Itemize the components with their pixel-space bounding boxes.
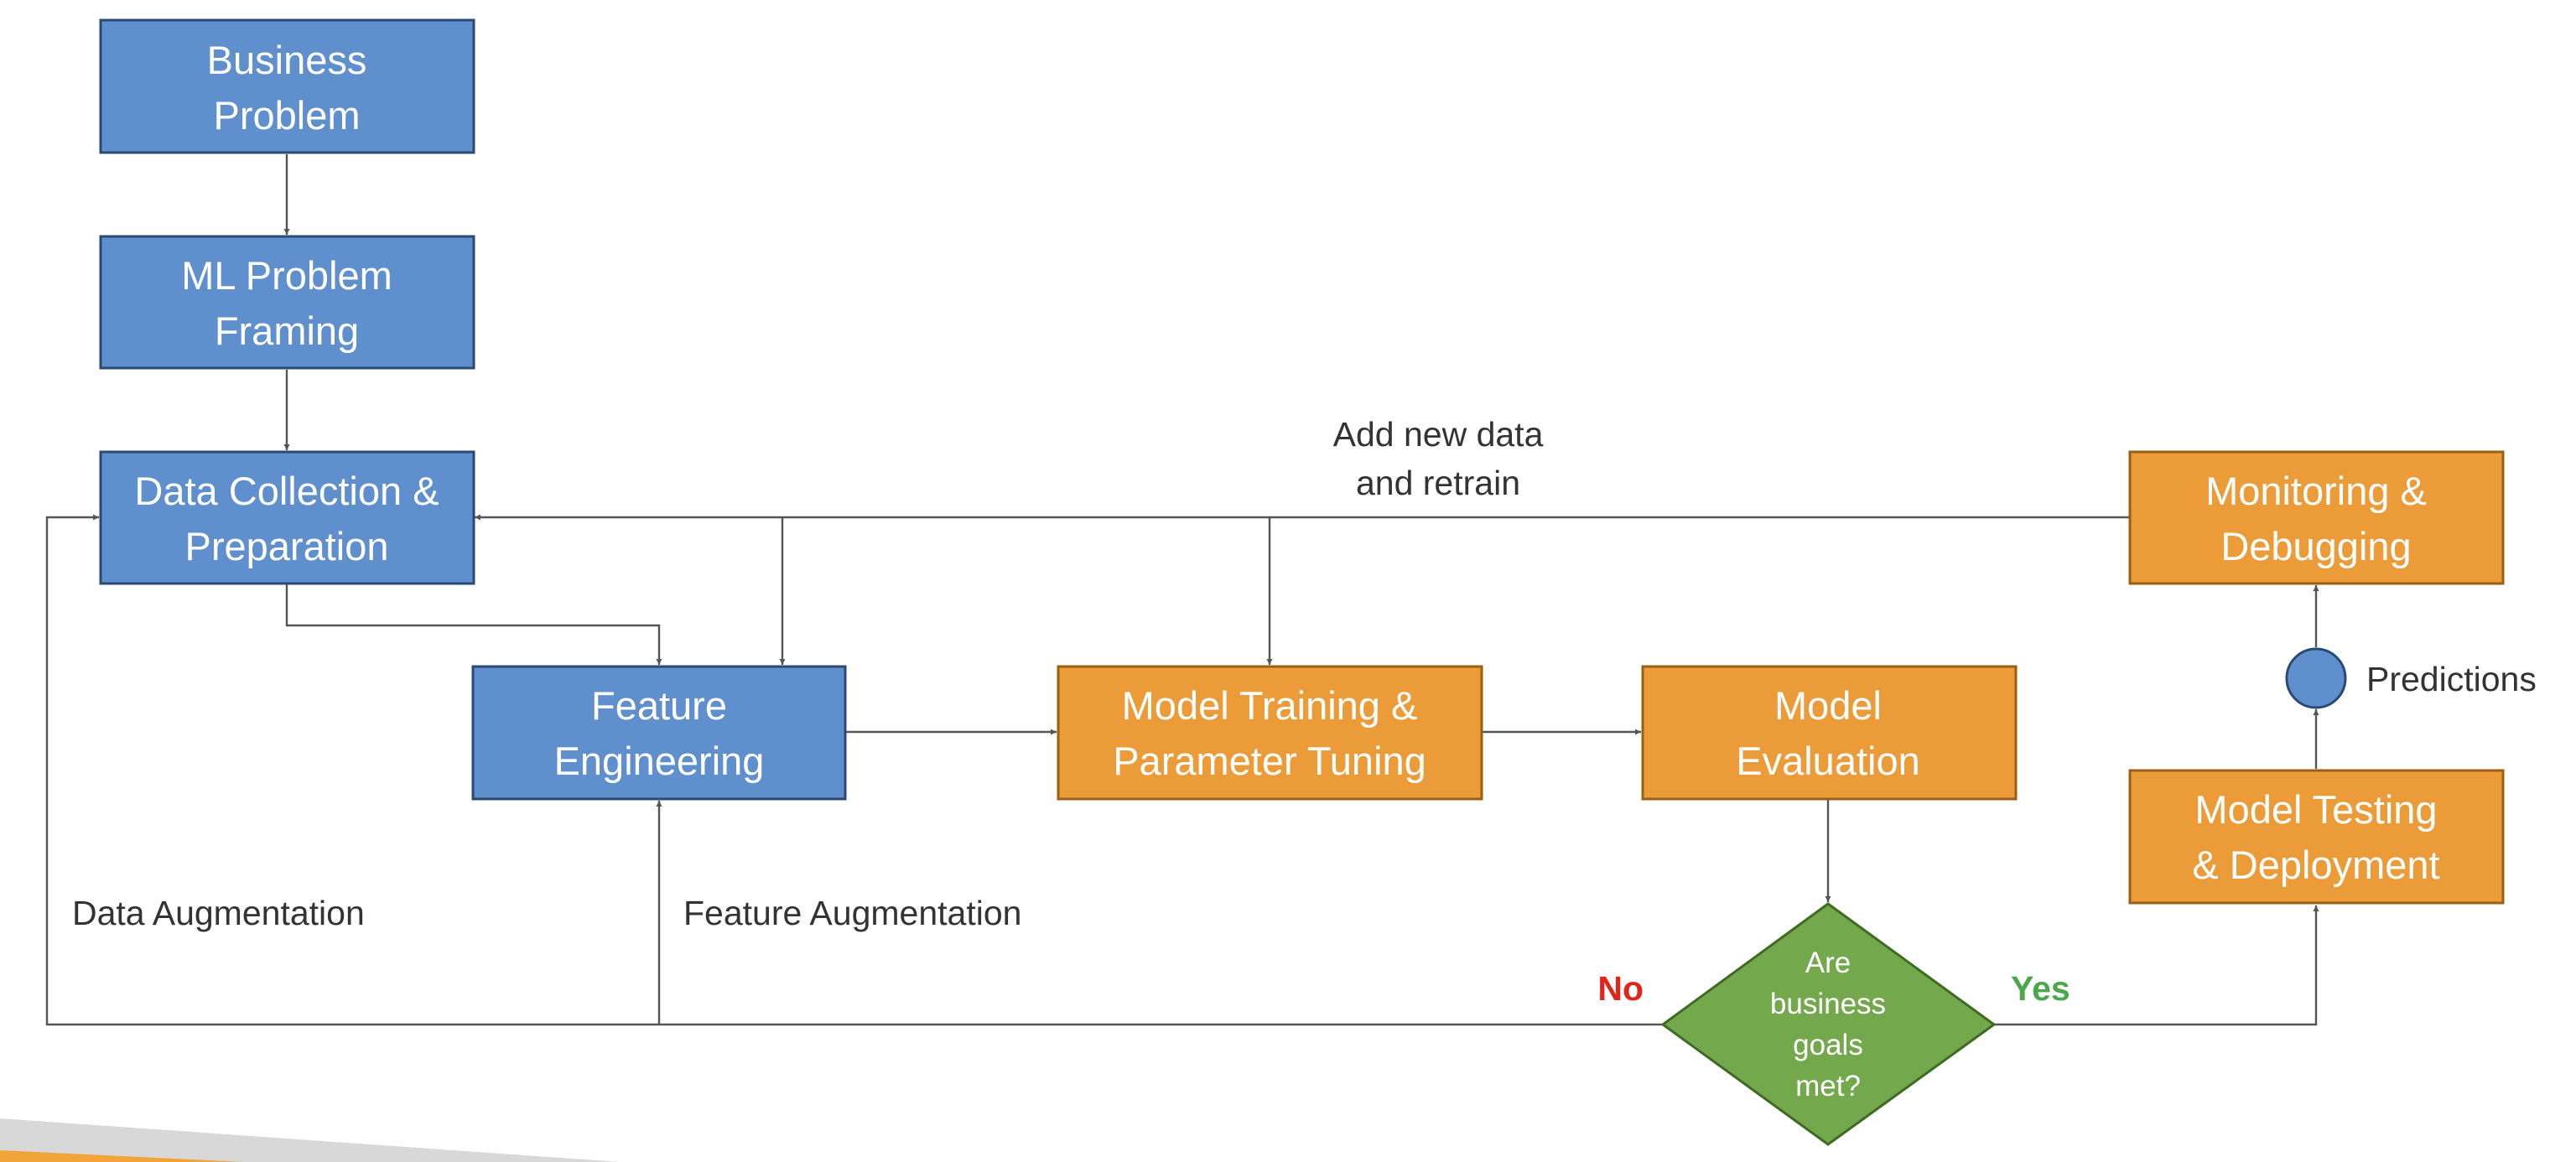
business-problem-box [99,18,475,154]
predictions-node: Predictions [2285,647,2537,709]
monitoring-node: Monitoring & Debugging [2128,450,2505,585]
feature-engineering-line-2: Engineering [554,739,765,783]
add-new-data-label-line-2: and retrain [1356,464,1520,502]
ml-problem-framing-line-1: ML Problem [181,253,392,298]
decision-node: Are business goals met? [1660,902,1997,1146]
ml-problem-framing-line-2: Framing [215,309,359,353]
model-evaluation-node: Model Evaluation [1641,665,2018,801]
model-testing-node: Model Testing & Deployment [2128,769,2505,905]
model-evaluation-line-1: Model [1774,683,1882,728]
data-collection-box [99,450,475,585]
edges [45,154,2319,1026]
data-collection-line-2: Preparation [185,524,389,568]
no-branch-label: No [1597,969,1644,1008]
model-training-node: Model Training & Parameter Tuning [1057,665,1483,801]
model-testing-line-1: Model Testing [2194,787,2437,832]
monitoring-line-1: Monitoring & [2205,469,2427,513]
ml-problem-framing-box [99,235,475,370]
monitoring-box [2128,450,2505,585]
model-evaluation-line-2: Evaluation [1736,739,1920,783]
model-training-line-1: Model Training & [1122,683,1418,728]
model-training-box [1057,665,1483,801]
feature-engineering-line-1: Feature [591,683,727,728]
model-training-line-2: Parameter Tuning [1113,739,1426,783]
decision-line-2: business [1770,988,1886,1020]
edge-data-collection-to-feature-eng [285,584,662,665]
data-augmentation-label: Data Augmentation [72,894,365,932]
predictions-label: Predictions [2366,660,2537,698]
data-collection-line-1: Data Collection & [134,469,439,513]
add-new-data-label-line-1: Add new data [1333,415,1544,454]
decorative-gray-stripe [0,1118,621,1162]
decision-line-4: met? [1795,1070,1861,1102]
model-testing-line-2: & Deployment [2192,843,2439,887]
data-collection-node: Data Collection & Preparation [99,450,475,585]
feature-engineering-node: Feature Engineering [471,665,847,801]
business-problem-line-1: Business [207,38,367,82]
monitoring-line-2: Debugging [2220,524,2411,568]
decorative-orange-stripe [0,1150,243,1162]
yes-branch-label: Yes [2011,969,2070,1008]
business-problem-line-2: Problem [213,93,360,137]
edge-decision-yes-to-testing [1994,905,2319,1026]
feature-engineering-box [471,665,847,801]
feature-augmentation-label: Feature Augmentation [683,894,1021,932]
predictions-circle [2285,647,2347,709]
decision-diamond [1660,902,1997,1146]
model-evaluation-box [1641,665,2018,801]
ml-problem-framing-node: ML Problem Framing [99,235,475,370]
decision-line-3: goals [1793,1029,1863,1061]
business-problem-node: Business Problem [99,18,475,154]
edge-decision-no-to-data-collection [45,514,1663,1026]
decision-line-1: Are [1805,947,1851,979]
model-testing-box [2128,769,2505,905]
